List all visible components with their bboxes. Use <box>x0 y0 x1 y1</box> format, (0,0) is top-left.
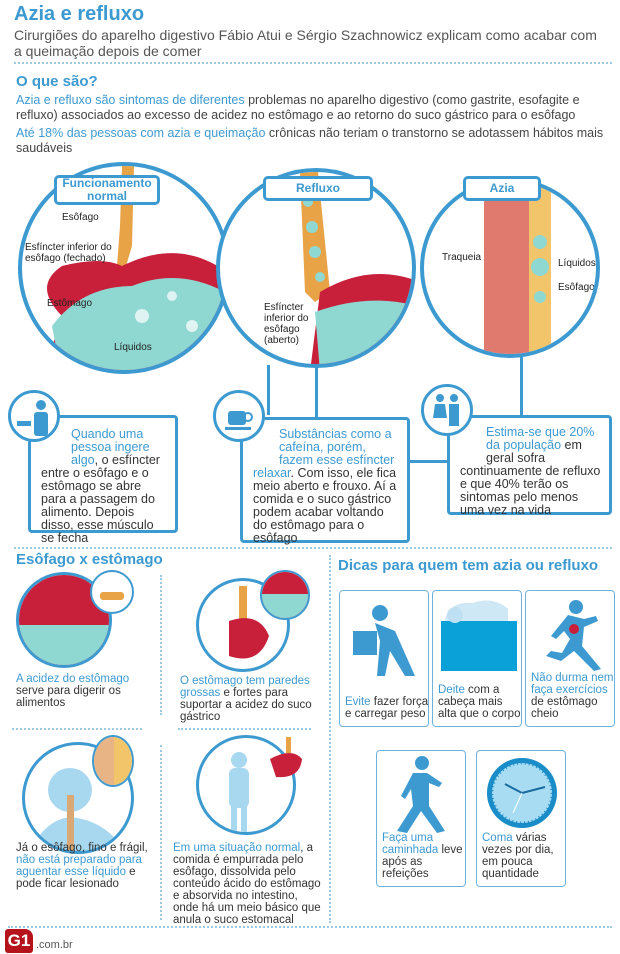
label-heartburn: Azia <box>463 176 541 201</box>
people-icon <box>421 384 473 436</box>
heartburn-illustration: Traqueia Líquidos Esôfago <box>420 178 600 358</box>
highlight: Em uma situação normal <box>173 842 301 854</box>
label-liquids: Líquidos <box>114 342 152 353</box>
text: . Com isso, ele fica meio aberto e froux… <box>253 466 397 545</box>
highlight: Estima-se que 20% da população <box>486 425 595 452</box>
highlight: Faça uma caminhada <box>382 832 439 856</box>
stomach-icon <box>262 737 310 785</box>
body-digestion-illustration <box>196 735 296 835</box>
highlight: Coma <box>482 832 513 844</box>
tip-text: Coma várias vezes por dia, em pouca quan… <box>482 832 566 880</box>
divider <box>329 555 331 923</box>
comparison-text-2: O estômago tem paredes grossas e fortes … <box>180 675 315 723</box>
label-reflux: Refluxo <box>263 176 373 201</box>
text: fazer força e carregar peso <box>345 696 429 720</box>
trachea-esophagus-icon <box>484 182 551 354</box>
intro-text: Azia e refluxo são sintomas de diferente… <box>16 93 614 159</box>
text: Já o esôfago, fino e frágil, <box>16 842 148 854</box>
connector <box>315 362 318 418</box>
page-title: Azia e refluxo <box>14 3 145 25</box>
tip-text: Evite fazer força e carregar peso <box>345 696 429 720</box>
highlight: não está preparado para aguentar esse lí… <box>16 854 142 878</box>
highlight: Substâncias como a cafeína, porém, fazem… <box>253 427 395 480</box>
text: crônicas não teriam o transtorno se adot… <box>16 126 604 155</box>
text: com a cabeça mais alta que o corpo <box>438 684 521 720</box>
walking-icon <box>397 756 445 833</box>
stomach-wall-detail <box>260 570 310 620</box>
running-icon <box>546 600 601 671</box>
g1-logo[interactable]: G1 <box>5 929 33 953</box>
tip-text: Faça uma caminhada leve após as refeiçõe… <box>382 832 466 880</box>
divider <box>14 62 612 64</box>
divider <box>12 728 142 730</box>
text: e fortes para suportar a acidez do suco … <box>180 687 312 723</box>
intro-paragraph-2: Até 18% das pessoas com azia e queimação… <box>16 126 614 156</box>
label-sphincter-open: Esfíncter inferior do esôfago (aberto) <box>264 302 309 346</box>
highlight: Até 18% das pessoas com azia e queimação <box>16 126 266 140</box>
esophagus-detail <box>92 735 134 787</box>
bed-pillow-icon <box>441 600 517 671</box>
divider <box>178 728 311 730</box>
text: e pode ficar lesionado <box>16 866 136 890</box>
coffee-cup-icon <box>213 390 265 442</box>
highlight: Azia e refluxo são sintomas de diferente… <box>16 93 245 107</box>
highlight: O estômago tem paredes grossas <box>180 675 310 699</box>
text: em geral sofra continuamente de refluxo … <box>460 438 601 517</box>
highlight: A acidez do estômago <box>16 673 130 685</box>
divider <box>160 745 162 920</box>
stomach-walls-illustration <box>196 578 290 672</box>
label-trachea: Traqueia <box>442 252 482 263</box>
connector <box>267 365 270 415</box>
label-esophagus: Esôfago <box>558 282 595 293</box>
label-esophagus: Esôfago <box>62 212 99 223</box>
label-stomach: Estômago <box>47 298 93 309</box>
lifting-box-icon <box>353 605 415 676</box>
food-icon <box>90 570 134 614</box>
tip-card-lifting: Evite fazer força e carregar peso <box>339 590 429 727</box>
text: de estômago cheio <box>531 696 598 720</box>
connector <box>408 460 448 463</box>
tip-text: Não durma nem faça exercícios de estômag… <box>531 672 615 720</box>
highlight: Quando uma pessoa ingere algo <box>71 427 150 467</box>
highlight: Evite <box>345 696 371 708</box>
tip-text: Deite com a cabeça mais alta que o corpo <box>438 684 522 720</box>
divider <box>14 547 612 549</box>
text: problemas no aparelho digestivo (como ga… <box>16 93 580 122</box>
clock-icon <box>487 758 557 828</box>
text: , o esfíncter entre o esôfago e o estôma… <box>41 453 160 545</box>
reflux-box: Substâncias como a cafeína, porém, fazem… <box>240 417 410 545</box>
text: várias vezes por dia, em pouca quantidad… <box>482 832 554 880</box>
page-subtitle: Cirurgiões do aparelho digestivo Fábio A… <box>14 27 597 59</box>
label-normal-function: Funcionamento normal <box>54 175 160 205</box>
comparison-text-1: A acidez do estômago serve para digerir … <box>16 673 146 709</box>
highlight: Deite <box>438 684 465 696</box>
normal-function-box: Quando uma pessoa ingere algo, o esfínct… <box>28 415 178 545</box>
text: leve após as refeições <box>382 844 463 880</box>
tip-card-meals: Coma várias vezes por dia, em pouca quan… <box>476 750 566 887</box>
highlight: Não durma nem faça exercícios <box>531 672 614 696</box>
tip-card-running: Não durma nem faça exercícios de estômag… <box>525 590 615 727</box>
label-liquids: Líquidos <box>558 258 596 269</box>
tip-card-sleep: Deite com a cabeça mais alta que o corpo <box>432 590 522 727</box>
divider <box>160 575 162 715</box>
statistics-box: Estima-se que 20% da população em geral … <box>447 415 612 517</box>
intro-paragraph-1: Azia e refluxo são sintomas de diferente… <box>16 93 614 123</box>
comparison-text-4: Em uma situação normal, a comida é empur… <box>173 842 325 926</box>
text: serve para digerir os alimentos <box>16 685 121 709</box>
stomach-normal-icon <box>44 166 226 370</box>
tip-card-walking: Faça uma caminhada leve após as refeiçõe… <box>376 750 466 887</box>
label-sphincter: Esfíncter inferior do esôfago (fechado) <box>25 242 112 264</box>
connector <box>520 352 523 416</box>
person-eating-icon <box>8 390 60 442</box>
text: , a comida é empurrada pelo esôfago, dis… <box>173 842 321 926</box>
tips-heading: Dicas para quem tem azia ou refluxo <box>338 557 599 574</box>
comparison-heading: Esôfago x estômago <box>16 551 163 568</box>
footer-domain: .com.br <box>36 939 73 951</box>
comparison-text-3: Já o esôfago, fino e frágil, não está pr… <box>16 842 151 890</box>
divider <box>8 926 612 928</box>
intro-heading: O que são? <box>16 73 98 90</box>
